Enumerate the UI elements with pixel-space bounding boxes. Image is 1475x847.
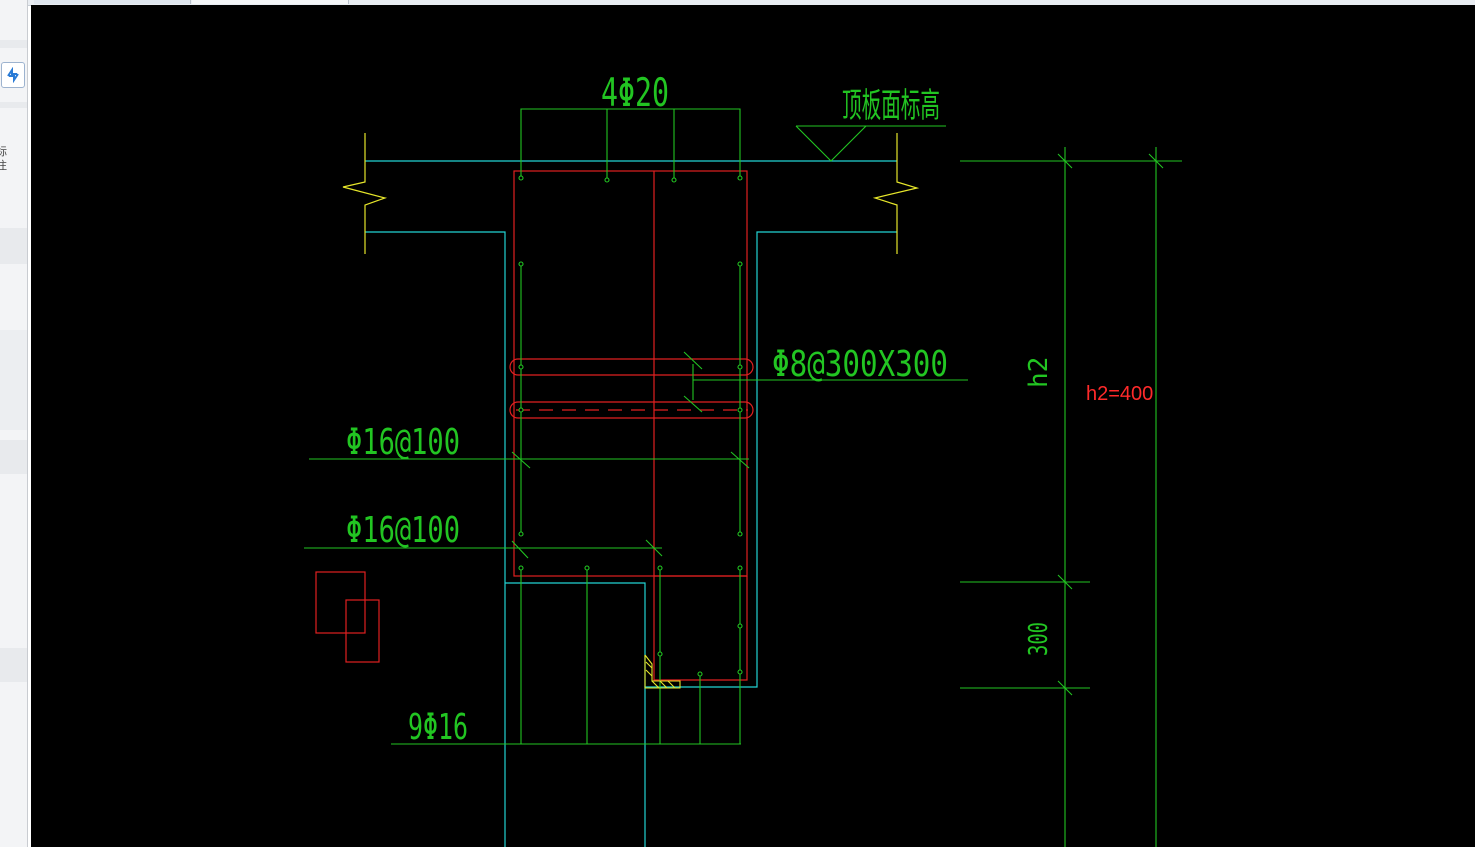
dimension-300: 300 (1024, 622, 1054, 656)
panel-divider (0, 40, 27, 48)
break-line-right (872, 133, 920, 254)
panel-section (0, 440, 27, 474)
left-side-panel: 标注 (0, 0, 28, 847)
label-top-bars: 4Φ20 (601, 70, 669, 116)
panel-section (0, 648, 27, 682)
break-line-left (342, 133, 388, 254)
panel-divider (0, 102, 27, 108)
document-tab[interactable] (192, 0, 349, 4)
stirrup-outline (315, 170, 754, 681)
label-bottom-bars: 9Φ16 (408, 707, 468, 748)
label-stirrup: Φ8@300X300 (772, 344, 948, 385)
cad-drawing-canvas[interactable]: 4Φ20 顶板面标高 Φ8@300X300 Φ16@100 Φ16@100 9Φ… (31, 5, 1475, 847)
cad-drawing[interactable]: 4Φ20 顶板面标高 Φ8@300X300 Φ16@100 Φ16@100 9Φ… (31, 5, 1475, 847)
label-distribution-bar-1: Φ16@100 (346, 422, 460, 463)
refresh-icon (7, 67, 19, 83)
document-tab[interactable] (34, 0, 191, 4)
annotation-h2-value: h2=400 (1086, 383, 1153, 405)
dimension-h2: h2 (1024, 357, 1054, 388)
refresh-button[interactable] (1, 62, 25, 88)
label-distribution-bar-2: Φ16@100 (346, 510, 460, 551)
label-slab-top-elevation: 顶板面标高 (842, 86, 940, 126)
panel-section (0, 228, 27, 264)
waterstop-hatch (644, 654, 681, 689)
concrete-outline (365, 160, 897, 847)
side-panel-label: 标注 (0, 145, 8, 173)
rebar-dots (518, 175, 743, 677)
rebar-lines (304, 108, 1182, 847)
panel-section (0, 330, 27, 430)
